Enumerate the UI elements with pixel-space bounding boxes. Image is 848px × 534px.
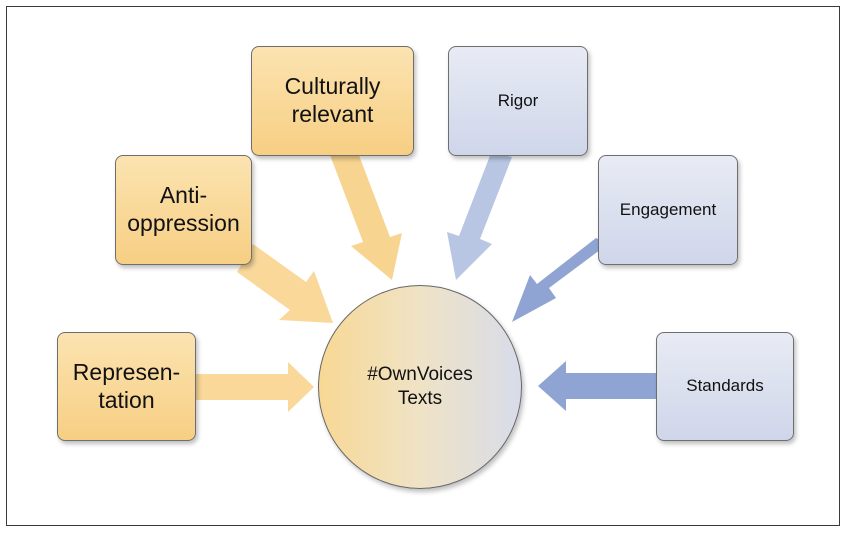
node-standards-label: Standards <box>686 376 764 396</box>
arrow-standards <box>538 361 656 411</box>
node-standards: Standards <box>656 332 794 441</box>
node-representation: Represen- tation <box>57 332 196 441</box>
node-culturally-relevant-label: Culturally relevant <box>284 73 381 127</box>
center-node-label: #OwnVoices Texts <box>367 364 473 409</box>
diagram-frame <box>6 6 840 526</box>
node-rigor-label: Rigor <box>497 90 539 110</box>
node-anti-oppression: Anti- oppression <box>115 155 252 265</box>
arrow-engagement <box>512 238 608 322</box>
node-representation-label: Represen- tation <box>72 358 181 413</box>
node-anti-oppression-label: Anti- oppression <box>127 182 240 236</box>
node-engagement-label: Engagement <box>619 199 717 219</box>
node-culturally-relevant: Culturally relevant <box>251 46 414 156</box>
arrow-representation <box>196 362 314 412</box>
arrow-culturally-relevant <box>330 150 402 280</box>
arrow-rigor <box>447 153 512 280</box>
center-node-ownvoices: #OwnVoices Texts <box>318 285 522 489</box>
node-rigor: Rigor <box>448 46 588 156</box>
node-engagement: Engagement <box>598 155 738 265</box>
arrow-anti-oppression <box>237 244 333 323</box>
